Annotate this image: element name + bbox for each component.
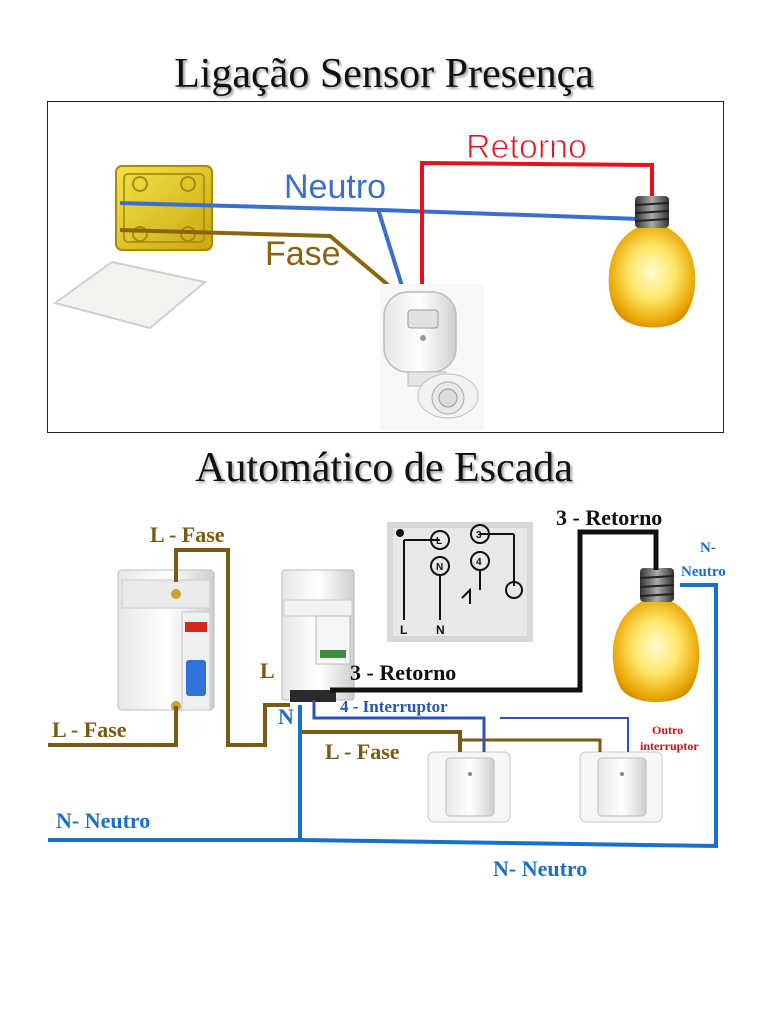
- neutro-top-label-2: Neutro: [681, 564, 726, 580]
- outro-label-1: Outro: [652, 723, 683, 737]
- fase-switch2-wire: [460, 738, 602, 752]
- interruptor-wire: [312, 700, 486, 752]
- retorno-stair-wire: [330, 529, 659, 693]
- terminal-l-label: L: [260, 658, 275, 683]
- fase-left-label: L - Fase: [52, 717, 127, 742]
- retorno-mid-label: 3 - Retorno: [350, 660, 456, 685]
- fase-breaker-wire: [48, 706, 178, 747]
- schematic-l-bottom-label: L: [400, 623, 407, 637]
- schematic-3-label: 3: [476, 530, 482, 541]
- terminal-n-label: N: [278, 704, 294, 729]
- fase-label: Fase: [265, 235, 341, 273]
- schematic-n-label: N: [436, 562, 443, 573]
- interruptor-label: 4 - Interruptor: [340, 697, 448, 716]
- stair-lamp-bulb-icon: [612, 568, 700, 702]
- wall-switch-1: [427, 751, 511, 823]
- fase-top-label: L - Fase: [150, 522, 225, 547]
- schematic-4-label: 4: [476, 557, 482, 568]
- fase-top-wire: [174, 548, 290, 747]
- neutro-main-wire: [48, 583, 718, 849]
- stair-timer-device: [281, 569, 355, 702]
- retorno-label: Retorno: [466, 128, 587, 166]
- fase-wire: [119, 228, 396, 292]
- junction-box: [115, 165, 213, 251]
- schematic-l-label: L: [436, 536, 442, 547]
- neutro-top-label-1: N-: [700, 540, 716, 556]
- retorno-wire: [420, 160, 654, 288]
- presence-sensor: [380, 284, 484, 430]
- sensor-title: Ligação Sensor Presença: [174, 51, 594, 97]
- schematic-n-bottom-label: N: [436, 623, 445, 637]
- fase-mid-label: L - Fase: [325, 739, 400, 764]
- neutro-drop-wire: [376, 208, 404, 287]
- junction-box-cover: [52, 260, 208, 330]
- neutro-bottom-label: N- Neutro: [493, 856, 587, 881]
- neutro-label: Neutro: [284, 168, 386, 206]
- circuit-breaker: [117, 569, 215, 711]
- timer-schematic: L N 3 4 L N: [387, 522, 533, 642]
- outro-label-2: interruptor: [640, 739, 699, 753]
- interruptor-wire-2: [500, 717, 629, 752]
- retorno-top-label: 3 - Retorno: [556, 505, 662, 530]
- lamp-bulb-icon: [608, 196, 696, 328]
- wall-switch-2: [579, 751, 663, 823]
- stair-title: Automático de Escada: [195, 445, 573, 491]
- neutro-left-label: N- Neutro: [56, 808, 150, 833]
